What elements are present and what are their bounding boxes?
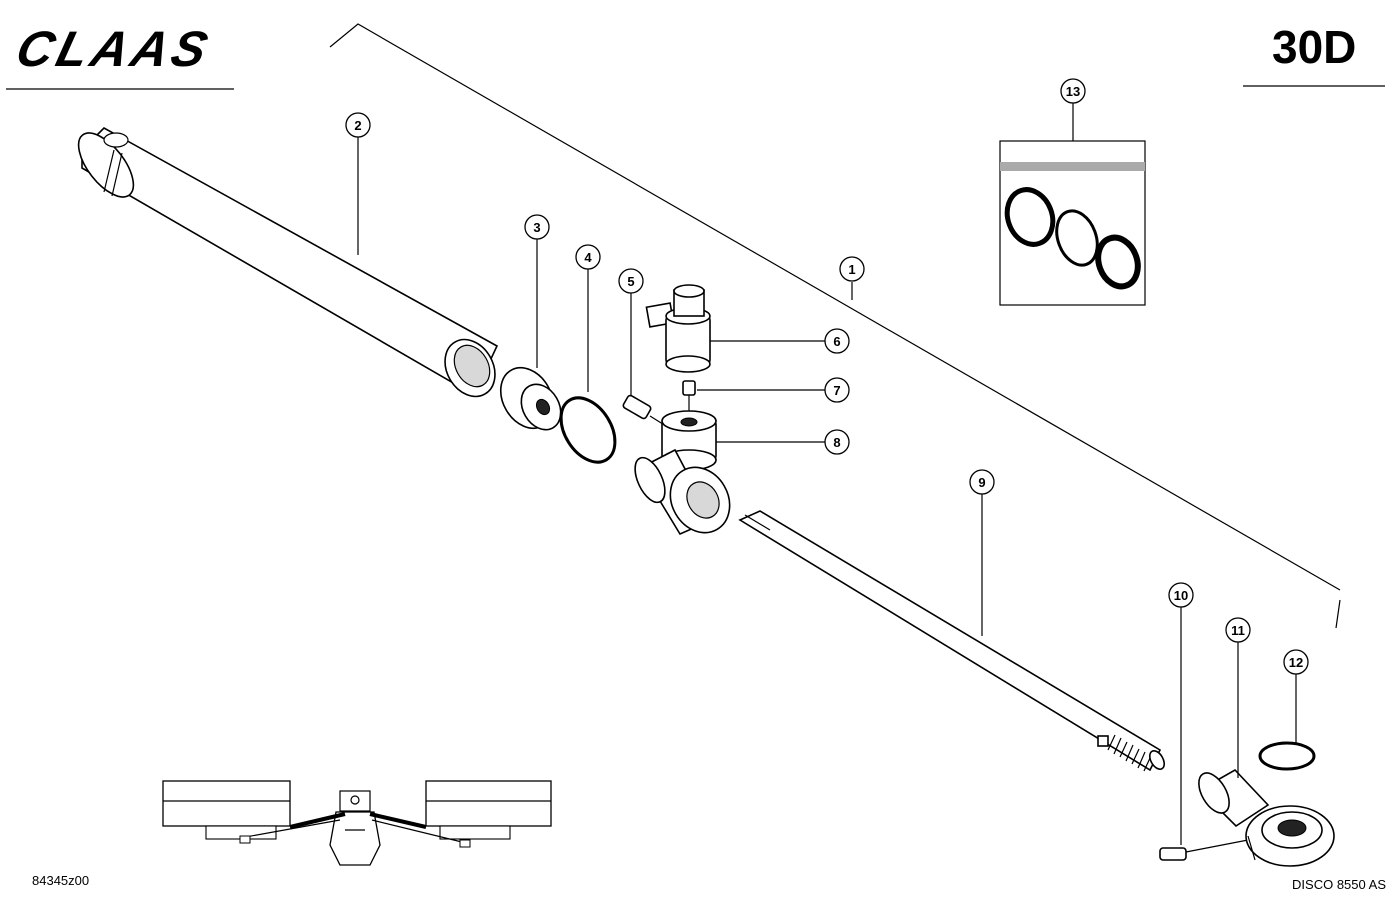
svg-text:6: 6 bbox=[833, 334, 840, 349]
callout-6: 6 bbox=[824, 328, 850, 354]
circlip bbox=[1258, 741, 1316, 771]
assembly-bracket bbox=[329, 23, 1341, 591]
svg-text:11: 11 bbox=[1231, 623, 1245, 638]
svg-text:8: 8 bbox=[833, 435, 840, 450]
seal-kit bbox=[999, 140, 1146, 306]
solenoid-valve bbox=[645, 284, 711, 373]
cylinder-tube bbox=[77, 127, 499, 398]
cylinder-head bbox=[634, 448, 731, 536]
snap-ring bbox=[559, 396, 617, 464]
callout-11: 11 bbox=[1225, 617, 1251, 643]
model-label: DISCO 8550 AS bbox=[1292, 877, 1386, 892]
svg-text:13: 13 bbox=[1066, 84, 1080, 99]
callout-13: 13 bbox=[1060, 78, 1086, 104]
grease-nipple bbox=[1159, 839, 1249, 861]
svg-text:3: 3 bbox=[533, 220, 540, 235]
svg-text:12: 12 bbox=[1289, 655, 1303, 670]
callout-12: 12 bbox=[1283, 649, 1309, 675]
callout-7: 7 bbox=[824, 377, 850, 403]
drawing-number: 84345z00 bbox=[32, 873, 89, 888]
rod-eye bbox=[1198, 768, 1335, 867]
svg-text:2: 2 bbox=[354, 118, 361, 133]
callout-4: 4 bbox=[575, 244, 601, 270]
locator-sketch bbox=[162, 780, 552, 866]
svg-text:1: 1 bbox=[848, 262, 855, 277]
piston bbox=[499, 367, 562, 431]
svg-text:5: 5 bbox=[627, 274, 634, 289]
piston-rod bbox=[738, 510, 1166, 772]
brand-logo: CLAAS bbox=[11, 21, 217, 77]
svg-text:4: 4 bbox=[584, 250, 592, 265]
svg-text:7: 7 bbox=[833, 383, 840, 398]
assembly-bracket-end bbox=[1335, 599, 1341, 629]
svg-text:9: 9 bbox=[978, 475, 985, 490]
callout-9: 9 bbox=[969, 469, 995, 495]
svg-text:10: 10 bbox=[1174, 588, 1188, 603]
callout-8: 8 bbox=[824, 429, 850, 455]
small-nut bbox=[682, 380, 696, 415]
callout-2: 2 bbox=[345, 112, 371, 138]
leader-lines bbox=[357, 103, 1297, 845]
callout-1: 1 bbox=[839, 256, 865, 282]
callout-3: 3 bbox=[524, 214, 550, 240]
callout-10: 10 bbox=[1168, 582, 1194, 608]
fitting bbox=[622, 394, 667, 427]
page-code: 30D bbox=[1272, 21, 1356, 73]
callout-5: 5 bbox=[618, 268, 644, 294]
